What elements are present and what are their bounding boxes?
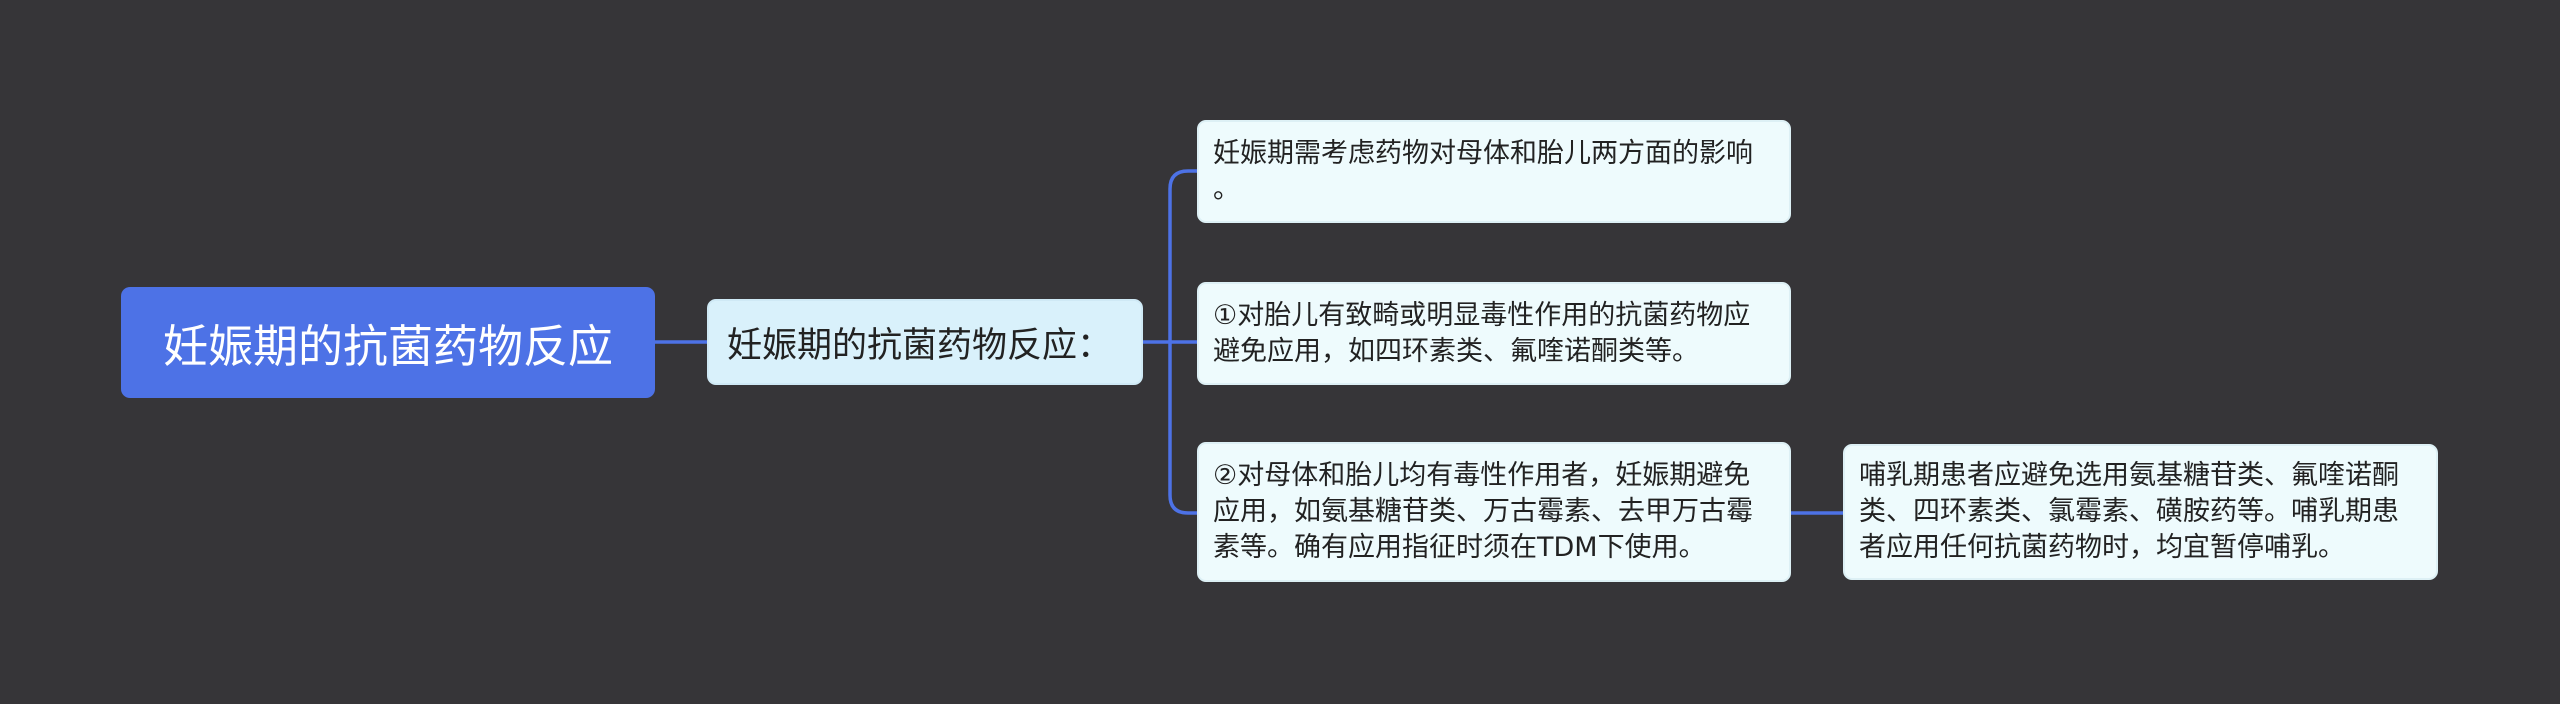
- connector-branch-leaf3: [1168, 340, 1199, 515]
- leaf-topic-1[interactable]: 妊娠期需考虑药物对母体和胎儿两方面的影响 。: [1197, 120, 1791, 223]
- leaf-topic-2[interactable]: ①对胎儿有致畸或明显毒性作用的抗菌药物应 避免应用，如四环素类、氟喹诺酮类等。: [1197, 282, 1791, 385]
- branch-topic-label: 妊娠期的抗菌药物反应：: [727, 325, 1113, 366]
- leaf-topic-1-label: 妊娠期需考虑药物对母体和胎儿两方面的影响 。: [1213, 137, 1753, 205]
- root-topic-label: 妊娠期的抗菌药物反应: [162, 320, 613, 373]
- leaf-topic-3[interactable]: ②对母体和胎儿均有毒性作用者，妊娠期避免 应用，如氨基糖苷类、万古霉素、去甲万古…: [1197, 442, 1791, 582]
- sub-leaf-topic-label: 哺乳期患者应避免选用氨基糖苷类、氟喹诺酮 类、四环素类、氯霉素、磺胺药等。哺乳期…: [1859, 460, 2399, 563]
- leaf-topic-3-label: ②对母体和胎儿均有毒性作用者，妊娠期避免 应用，如氨基糖苷类、万古霉素、去甲万古…: [1213, 460, 1753, 563]
- branch-topic[interactable]: 妊娠期的抗菌药物反应：: [707, 299, 1143, 385]
- root-topic[interactable]: 妊娠期的抗菌药物反应: [121, 287, 655, 398]
- connector-branch-leaf1: [1168, 169, 1199, 344]
- sub-leaf-topic[interactable]: 哺乳期患者应避免选用氨基糖苷类、氟喹诺酮 类、四环素类、氯霉素、磺胺药等。哺乳期…: [1843, 444, 2438, 580]
- leaf-topic-2-label: ①对胎儿有致畸或明显毒性作用的抗菌药物应 避免应用，如四环素类、氟喹诺酮类等。: [1213, 299, 1751, 367]
